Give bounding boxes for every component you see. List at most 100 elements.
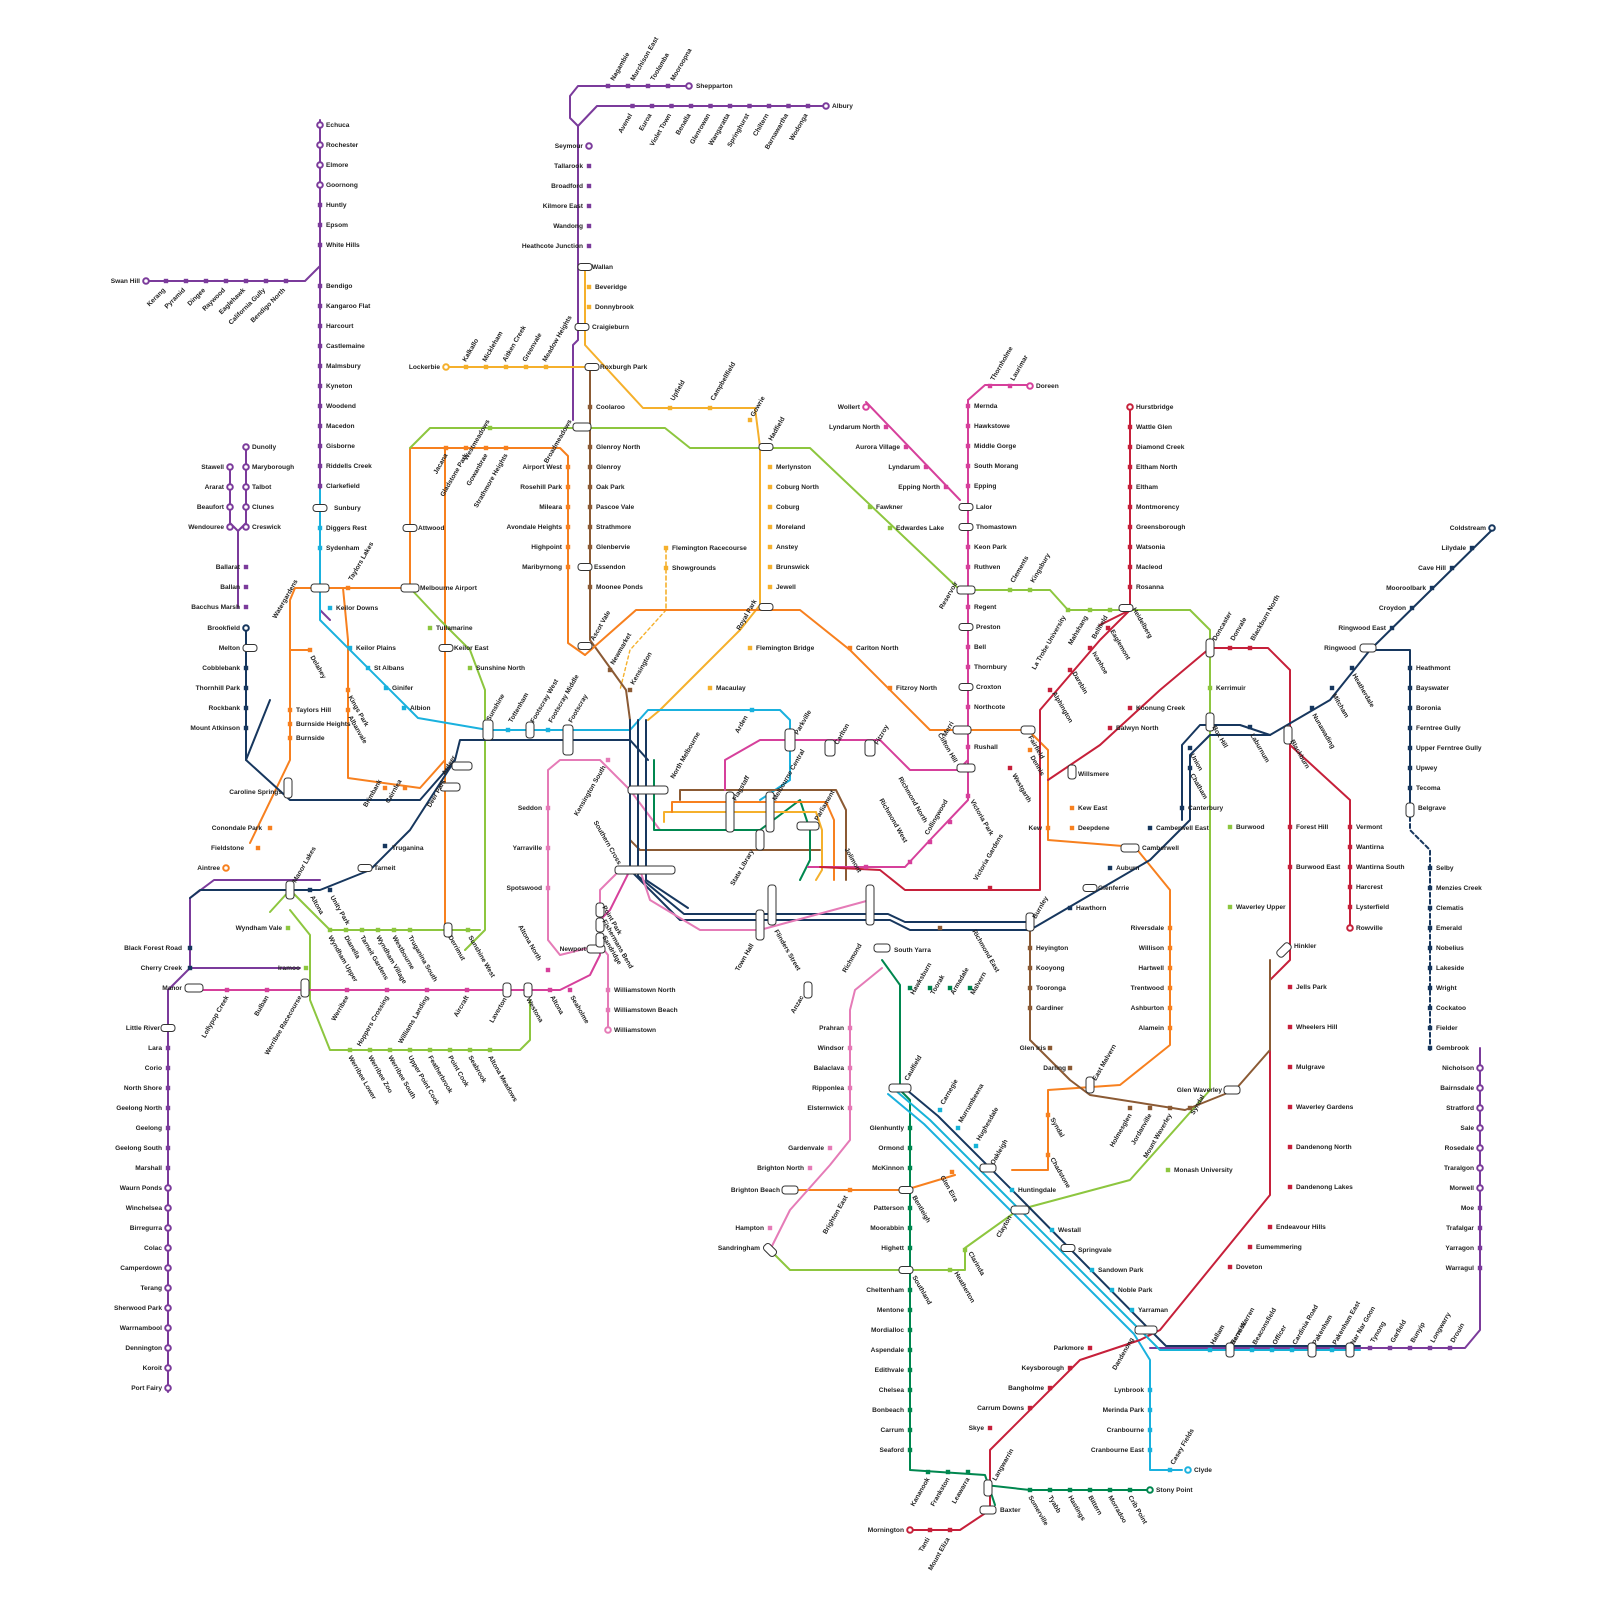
station-marker[interactable] [488, 1048, 492, 1052]
interchange-marker[interactable] [526, 722, 534, 738]
station-marker[interactable] [1028, 946, 1032, 950]
station-marker[interactable] [928, 840, 932, 844]
station-marker[interactable] [750, 708, 754, 712]
station-marker[interactable] [1288, 865, 1292, 869]
station-marker[interactable] [588, 465, 592, 469]
interchange-marker[interactable] [185, 984, 203, 992]
interchange-marker[interactable] [984, 1480, 992, 1496]
station-marker[interactable] [244, 585, 248, 589]
station-marker[interactable] [1408, 1346, 1412, 1350]
station-marker[interactable] [908, 1166, 912, 1170]
station-marker[interactable] [428, 1048, 432, 1052]
station-marker[interactable] [1028, 1006, 1032, 1010]
terminus-marker[interactable] [1147, 1487, 1153, 1493]
station-marker[interactable] [928, 1528, 932, 1532]
station-marker[interactable] [318, 546, 322, 550]
terminus-marker[interactable] [1477, 1065, 1483, 1071]
station-marker[interactable] [966, 464, 970, 468]
station-marker[interactable] [1048, 1386, 1052, 1390]
interchange-marker[interactable] [578, 564, 592, 571]
station-marker[interactable] [1448, 1346, 1452, 1350]
station-marker[interactable] [388, 1048, 392, 1052]
interchange-marker[interactable] [1021, 726, 1035, 734]
station-marker[interactable] [944, 485, 948, 489]
station-marker[interactable] [1088, 646, 1092, 650]
station-marker[interactable] [383, 786, 387, 790]
station-marker[interactable] [408, 928, 412, 932]
terminus-marker[interactable] [1347, 925, 1353, 931]
station-marker[interactable] [1348, 885, 1352, 889]
station-marker[interactable] [606, 988, 610, 992]
station-marker[interactable] [966, 645, 970, 649]
station-marker[interactable] [1168, 966, 1172, 970]
interchange-marker[interactable] [756, 830, 764, 850]
interchange-marker[interactable] [756, 910, 764, 940]
station-marker[interactable] [225, 988, 229, 992]
station-marker[interactable] [1428, 926, 1432, 930]
station-marker[interactable] [950, 1170, 954, 1174]
station-marker[interactable] [588, 525, 592, 529]
station-marker[interactable] [908, 1328, 912, 1332]
station-marker[interactable] [444, 446, 448, 450]
station-marker[interactable] [1148, 1448, 1152, 1452]
station-marker[interactable] [1050, 1228, 1054, 1232]
interchange-marker[interactable] [401, 584, 419, 592]
station-marker[interactable] [1350, 666, 1354, 670]
station-marker[interactable] [1228, 825, 1232, 829]
station-marker[interactable] [1228, 646, 1232, 650]
station-marker[interactable] [308, 888, 312, 892]
terminus-marker[interactable] [686, 83, 692, 89]
station-marker[interactable] [988, 886, 992, 890]
terminus-marker[interactable] [243, 524, 249, 530]
station-marker[interactable] [606, 1008, 610, 1012]
station-marker[interactable] [504, 365, 508, 369]
station-marker[interactable] [966, 705, 970, 709]
station-marker[interactable] [328, 928, 332, 932]
station-marker[interactable] [768, 485, 772, 489]
station-marker[interactable] [1410, 606, 1414, 610]
station-marker[interactable] [966, 605, 970, 609]
station-marker[interactable] [566, 525, 570, 529]
station-marker[interactable] [908, 1288, 912, 1292]
station-marker[interactable] [966, 545, 970, 549]
terminus-marker[interactable] [586, 143, 592, 149]
station-marker[interactable] [1028, 588, 1032, 592]
station-marker[interactable] [966, 745, 970, 749]
station-marker[interactable] [1068, 906, 1072, 910]
station-marker[interactable] [908, 1146, 912, 1150]
station-marker[interactable] [908, 1348, 912, 1352]
station-marker[interactable] [946, 1470, 950, 1474]
station-marker[interactable] [328, 888, 332, 892]
interchange-marker[interactable] [286, 881, 294, 899]
station-marker[interactable] [224, 279, 228, 283]
station-marker[interactable] [1008, 384, 1012, 388]
station-marker[interactable] [1478, 1266, 1482, 1270]
terminus-marker[interactable] [1477, 1105, 1483, 1111]
terminus-marker[interactable] [165, 1365, 171, 1371]
station-marker[interactable] [1408, 666, 1412, 670]
station-marker[interactable] [318, 284, 322, 288]
station-marker[interactable] [184, 279, 188, 283]
interchange-marker[interactable] [301, 979, 309, 997]
station-marker[interactable] [908, 1448, 912, 1452]
station-marker[interactable] [286, 926, 290, 930]
interchange-marker[interactable] [1406, 803, 1414, 817]
interchange-marker[interactable] [1083, 885, 1097, 892]
station-marker[interactable] [708, 406, 712, 410]
station-marker[interactable] [1070, 826, 1074, 830]
station-marker[interactable] [546, 968, 550, 972]
station-marker[interactable] [256, 846, 260, 850]
station-marker[interactable] [1330, 1348, 1334, 1352]
station-marker[interactable] [166, 1126, 170, 1130]
interchange-marker[interactable] [1360, 644, 1376, 652]
station-marker[interactable] [318, 526, 322, 530]
station-marker[interactable] [1268, 1225, 1272, 1229]
station-marker[interactable] [588, 585, 592, 589]
station-marker[interactable] [1028, 748, 1032, 752]
interchange-marker[interactable] [578, 643, 592, 650]
station-marker[interactable] [1288, 1185, 1292, 1189]
interchange-marker[interactable] [575, 324, 589, 331]
station-marker[interactable] [1368, 1346, 1372, 1350]
station-marker[interactable] [956, 1126, 960, 1130]
station-marker[interactable] [318, 304, 322, 308]
